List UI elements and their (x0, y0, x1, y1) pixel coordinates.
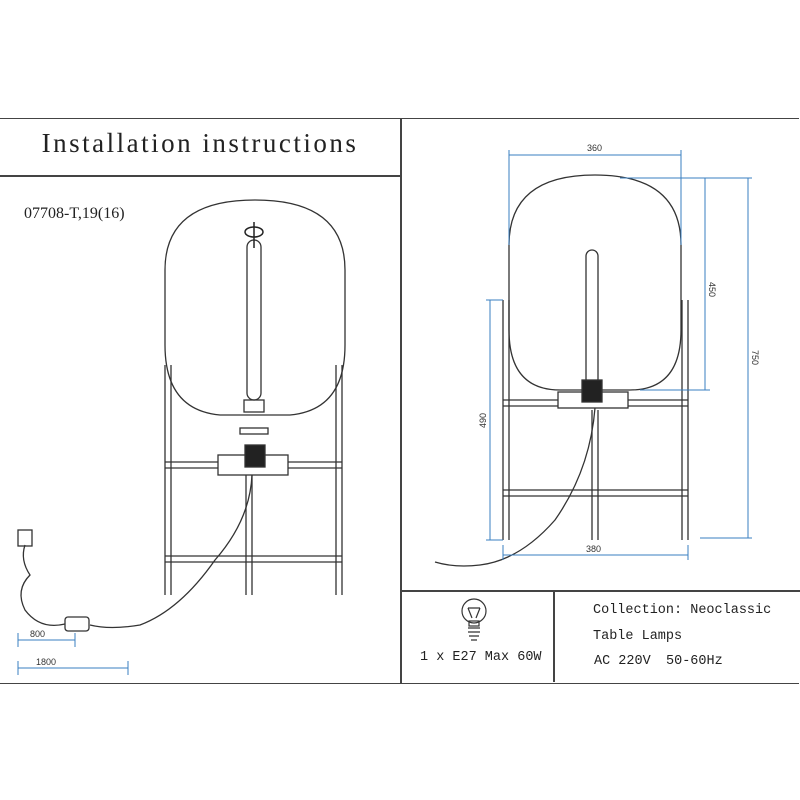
dimension-lines (486, 150, 752, 560)
frequency: 50-60Hz (666, 654, 723, 669)
bulb-spec: 1 x E27 Max 60W (420, 650, 542, 665)
dim-shade-height: 450 (707, 282, 717, 297)
dim-frame-height: 490 (478, 413, 488, 428)
product-type: Table Lamps (593, 629, 683, 644)
dim-shade-width: 360 (587, 143, 602, 153)
divider (400, 118, 402, 683)
page-title: Installation instructions (41, 128, 359, 158)
exploded-lamp-drawing (17, 199, 346, 632)
divider (553, 590, 555, 682)
rotate-arrow-icon (244, 222, 264, 248)
dimensioned-lamp-drawing (434, 174, 689, 567)
cord-switch-length: 800 (30, 629, 45, 639)
light-bulb-icon (461, 598, 487, 641)
cord-total-length: 1800 (36, 657, 56, 667)
dim-total-height: 750 (750, 350, 760, 365)
cord-dimension-lines (17, 633, 129, 675)
divider (0, 175, 400, 177)
divider (400, 590, 800, 592)
voltage: AC 220V (594, 654, 651, 669)
dim-base-width: 380 (586, 544, 601, 554)
model-number: 07708-T,19(16) (24, 205, 125, 222)
document-frame (0, 118, 799, 684)
collection-label: Collection: Neoclassic (593, 603, 772, 618)
